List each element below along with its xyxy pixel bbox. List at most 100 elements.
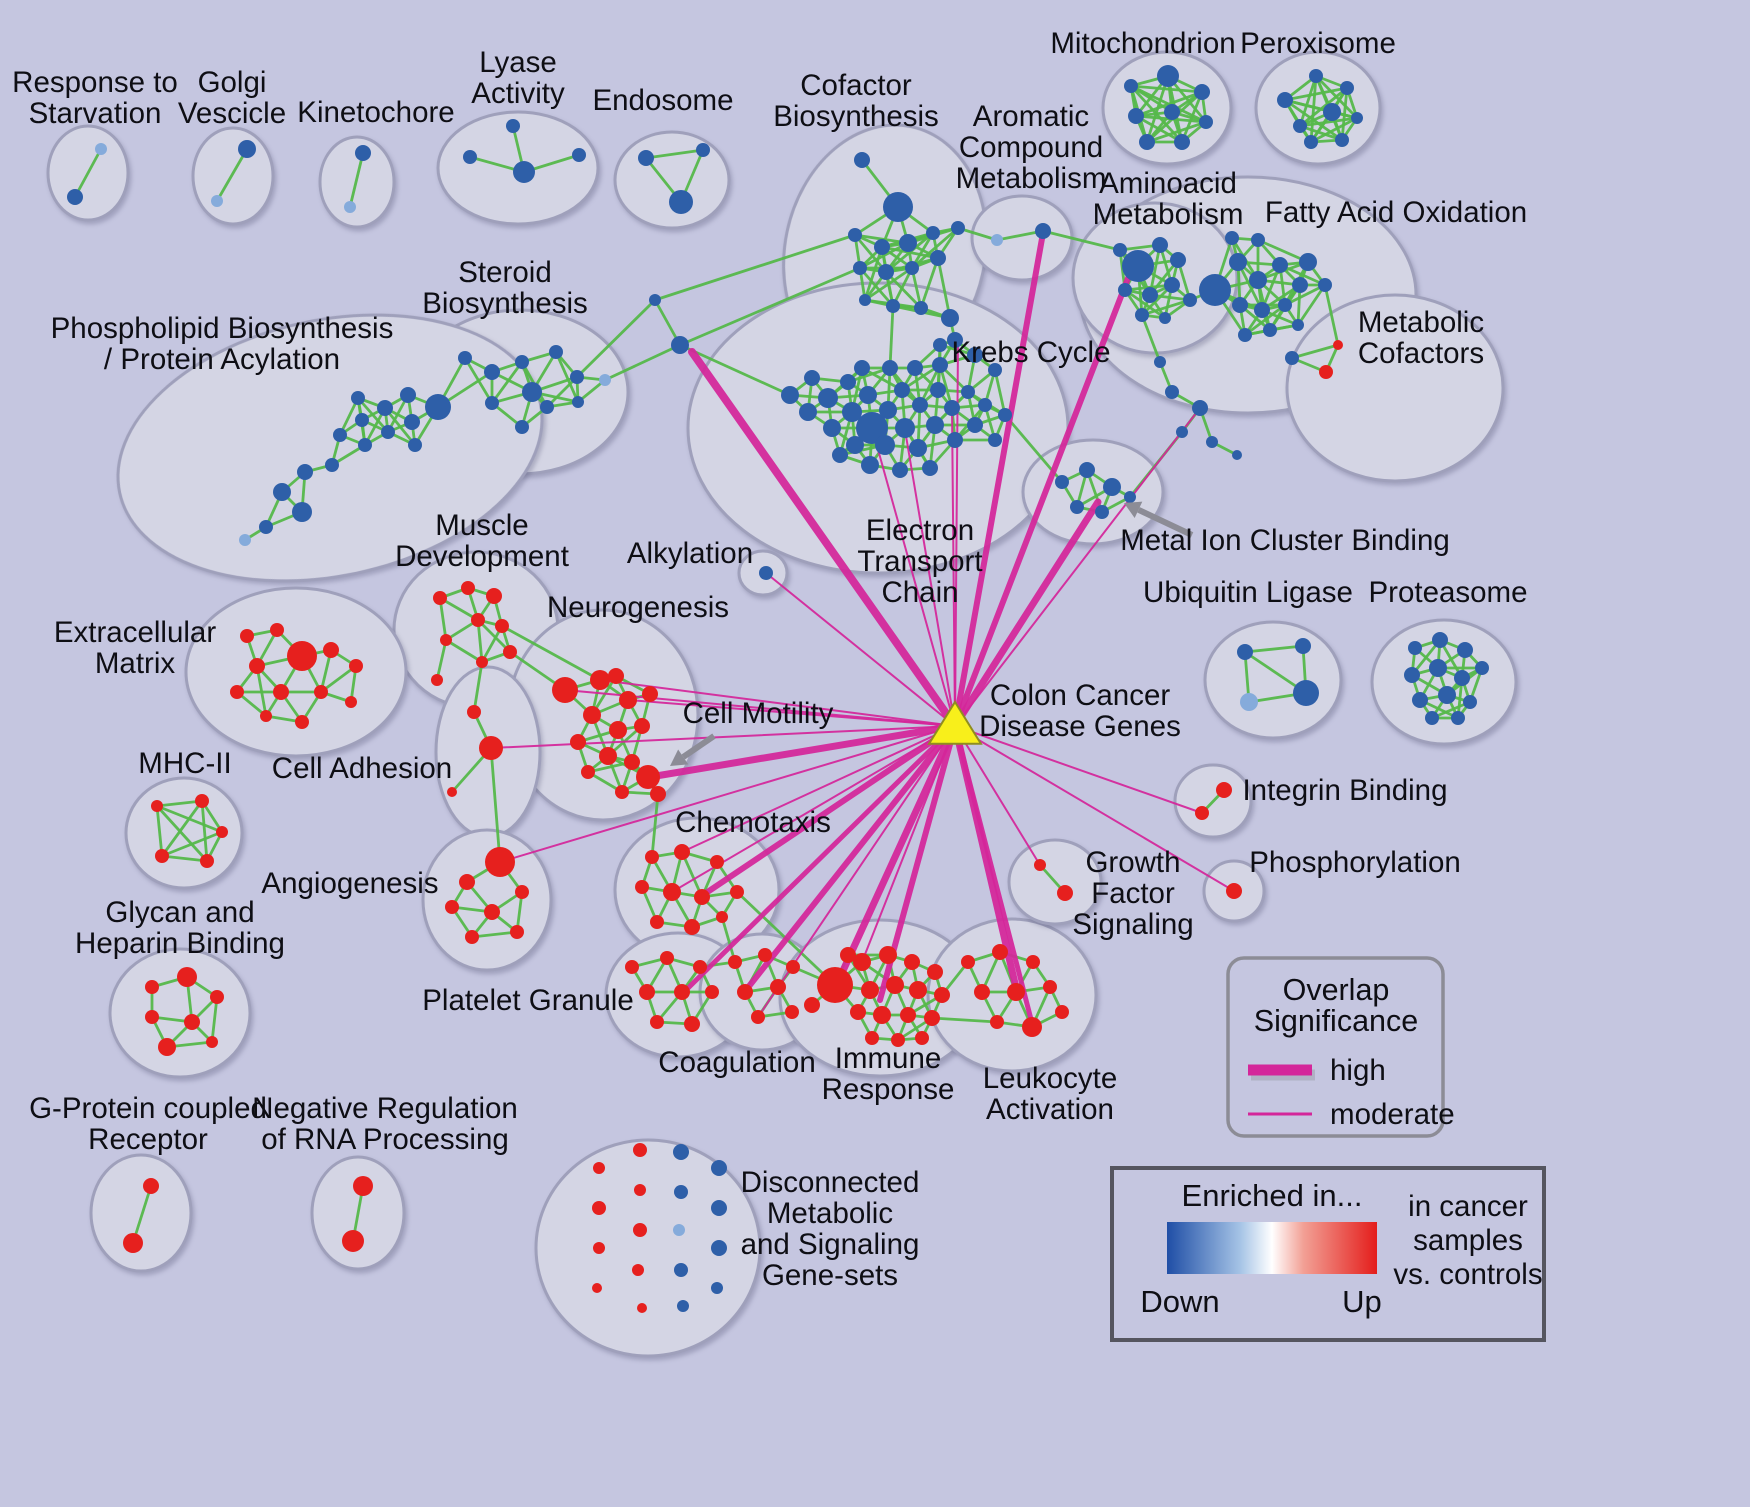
- platelet-granule-label: Platelet Granule: [422, 984, 634, 1017]
- disconnected-gene-sets-node: [633, 1223, 647, 1237]
- significance-edge: [697, 723, 958, 900]
- proteasome-node: [1463, 695, 1477, 709]
- aminoacid-metabolism-node: [1183, 293, 1197, 307]
- endosome-node: [638, 150, 654, 166]
- connector-node: [671, 336, 689, 354]
- immune-response-node: [861, 981, 879, 999]
- peroxisome-edge: [1298, 75, 1318, 127]
- cofactor-biosynthesis-node: [930, 250, 946, 266]
- chemotaxis-node: [663, 883, 681, 901]
- cofactor-biosynthesis-node: [854, 152, 870, 168]
- muscle-development-node: [431, 674, 443, 686]
- peroxisome-edge: [1310, 116, 1358, 144]
- proteasome-node: [1457, 642, 1473, 658]
- mhc-ii-node: [195, 794, 209, 808]
- proteasome-node: [1408, 641, 1422, 655]
- peroxisome-node: [1293, 119, 1307, 133]
- disconnected-gene-sets-node: [711, 1282, 723, 1294]
- cofactor-biosynthesis-node: [905, 261, 919, 275]
- mhc-ii-node: [151, 800, 163, 812]
- steroid-biosynthesis-edge: [490, 361, 524, 404]
- significance-edge: [681, 725, 956, 853]
- leukocyte-activation-node: [1007, 983, 1025, 1001]
- fatty-acid-oxidation-edge: [1284, 283, 1326, 307]
- metabolic-cofactors-edge: [1291, 343, 1339, 360]
- g-protein-coupled-receptor-node: [123, 1233, 143, 1253]
- peroxisome-node: [1351, 112, 1363, 124]
- leukocyte-activation-node: [992, 944, 1008, 960]
- kinetochore-node: [344, 201, 356, 213]
- chemotaxis-node: [730, 885, 744, 899]
- fatty-acid-oxidation-node: [1232, 297, 1248, 313]
- muscle-development-edge: [439, 596, 479, 622]
- mhc-ii-node: [200, 854, 214, 868]
- ubiquitin-ligase-label: Ubiquitin Ligase: [1143, 576, 1353, 609]
- fatty-acid-oxidation-node: [1263, 323, 1277, 337]
- golgi-vescicle-node: [238, 140, 256, 158]
- steroid-biosynthesis-node: [458, 351, 472, 365]
- cofactor-biosynthesis-node: [886, 299, 900, 313]
- muscle-development-edge: [445, 638, 483, 664]
- integrin-binding-node: [1195, 806, 1209, 820]
- glycan-heparin-binding-node: [177, 967, 197, 987]
- mhc-ii-edge: [161, 830, 223, 858]
- glycan-heparin-binding-edge: [210, 996, 219, 1043]
- platelet-granule-node: [674, 984, 690, 1000]
- extracellular-matrix-node: [260, 710, 272, 722]
- electron-transport-chain-node: [895, 418, 915, 438]
- ubiquitin-ligase-node: [1237, 644, 1253, 660]
- extracellular-matrix-node: [240, 629, 254, 643]
- immune-response-node: [850, 1004, 866, 1020]
- disconnected-gene-sets-node: [593, 1242, 605, 1254]
- metal-ion-cluster-binding-node: [1095, 505, 1109, 519]
- immune-response-node: [904, 954, 920, 970]
- coagulation-node: [758, 948, 772, 962]
- extracellular-matrix-node: [249, 658, 265, 674]
- layer-arrows: [670, 501, 1194, 766]
- phospholipid-protein-acylation-node: [355, 413, 369, 427]
- glycan-heparin-binding-node: [158, 1038, 176, 1056]
- peroxisome-node: [1277, 92, 1293, 108]
- significance-edge: [599, 679, 956, 727]
- ubiquitin-ligase-node: [1293, 680, 1319, 706]
- significance-edge: [871, 427, 956, 727]
- electron-transport-chain-node: [930, 382, 946, 398]
- connector-node: [1165, 385, 1179, 399]
- cell-adhesion-node: [467, 705, 481, 719]
- proteasome-node: [1451, 711, 1465, 725]
- phospholipid-protein-acylation-area: [116, 313, 544, 583]
- cofactor-biosynthesis-node: [914, 301, 928, 315]
- mitochondrion-node: [1174, 134, 1190, 150]
- response-to-starvation-edge: [73, 148, 103, 198]
- electron-transport-chain-node: [842, 402, 862, 422]
- leukocyte-activation-node: [974, 984, 990, 1000]
- extracellular-matrix-node: [323, 642, 339, 658]
- electron-transport-chain-node: [894, 382, 910, 398]
- coagulation-node: [728, 955, 742, 969]
- electron-transport-chain-node: [998, 408, 1012, 422]
- steroid-biosynthesis-node: [485, 396, 499, 410]
- significance-edge: [743, 723, 958, 993]
- growth-factor-signaling-node: [1057, 885, 1073, 901]
- peroxisome-edge: [1299, 86, 1348, 128]
- metal-ion-cluster-binding-node: [1103, 478, 1121, 496]
- neurogenesis-node: [624, 754, 640, 770]
- disconnected-gene-sets-node: [673, 1224, 685, 1236]
- electron-transport-chain-node: [799, 403, 817, 421]
- electron-transport-chain-node: [859, 386, 877, 404]
- extracellular-matrix-node: [295, 715, 309, 729]
- neurogenesis-node: [609, 721, 627, 739]
- phospholipid-protein-acylation-node: [381, 425, 395, 439]
- phosphorylation-node: [1226, 883, 1242, 899]
- kinetochore-label: Kinetochore: [297, 96, 454, 129]
- disconnected-gene-sets-node: [592, 1201, 606, 1215]
- neurogenesis-node: [650, 786, 666, 802]
- significance-edge: [951, 498, 1102, 730]
